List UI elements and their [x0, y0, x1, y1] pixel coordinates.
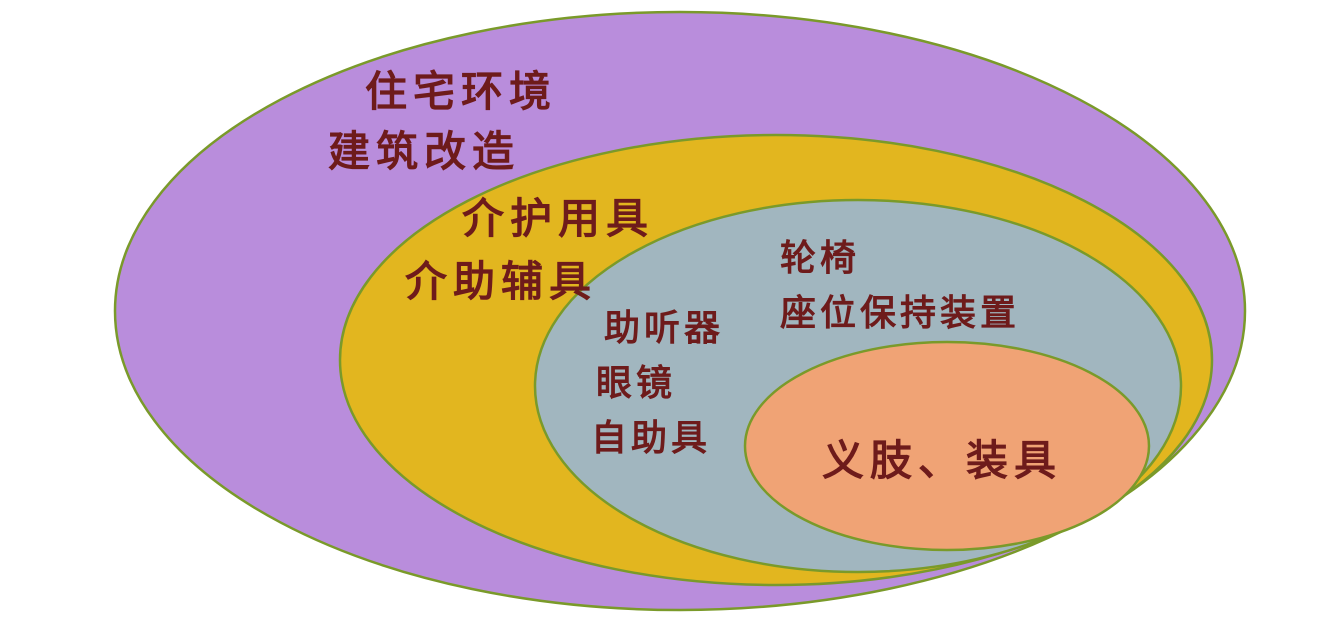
- label-care-equipment: 介护用具: [462, 194, 654, 243]
- label-building-renovation: 建筑改造: [328, 127, 520, 176]
- label-housing-environment: 住宅环境: [365, 67, 557, 116]
- label-self-help-tools: 自助具: [591, 417, 711, 459]
- label-assistance-aids: 介助辅具: [405, 257, 597, 306]
- label-seating-device: 座位保持装置: [780, 292, 1020, 334]
- label-prosthetics-orthotics: 义肢、装具: [822, 436, 1062, 485]
- label-glasses: 眼镜: [596, 362, 676, 404]
- label-hearing-aid: 助听器: [604, 307, 724, 349]
- label-wheelchair: 轮椅: [780, 237, 860, 279]
- ellipse-prosthetics: [743, 340, 1151, 552]
